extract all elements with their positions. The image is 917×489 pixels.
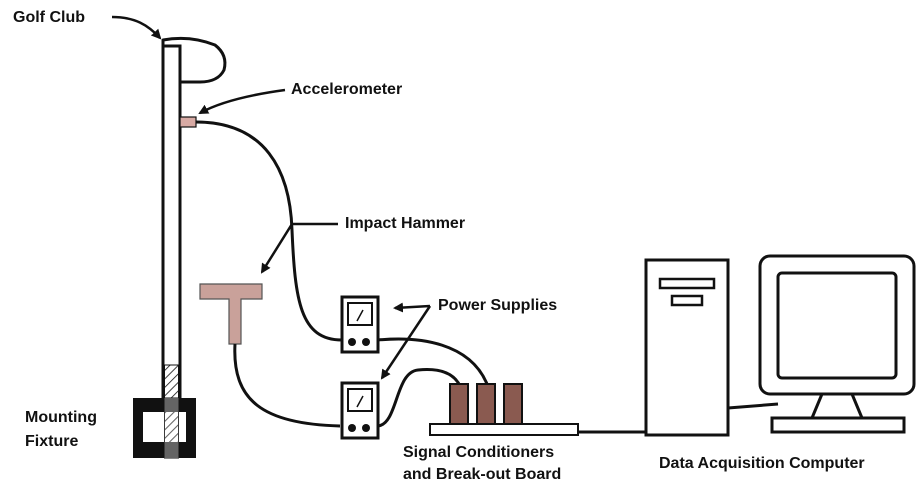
golf-club (161, 36, 227, 446)
power-supply-1-knob-left (348, 338, 356, 346)
golf-club-label: Golf Club (13, 9, 85, 26)
fixture-left-post (133, 412, 143, 442)
golf-club-head (161, 36, 227, 84)
tower-drive-bay-1 (658, 277, 716, 290)
supply1-to-board-cable (377, 337, 489, 385)
impact-hammer (199, 283, 263, 345)
power-supply-1-knob-right (362, 338, 370, 346)
power-supply-2-knob-left (348, 424, 356, 432)
fixture-shaft-insert (164, 397, 179, 459)
break-out-board (429, 423, 579, 436)
signal-conditioner-2 (476, 383, 496, 425)
fixture-right-post (186, 412, 196, 442)
hammer-cable (233, 343, 341, 428)
supply2-to-board-cable (377, 368, 461, 428)
power-supply-1-arrow (393, 302, 431, 313)
pointer-arrows (111, 15, 432, 380)
tower-drive-bay-2 (670, 294, 704, 307)
signal-conditioner-1 (449, 383, 469, 425)
accelerometer-label: Accelerometer (291, 81, 403, 98)
mounting-fixture-label-line2: Fixture (25, 433, 79, 450)
computer-monitor (758, 254, 916, 434)
accelerometer-sensor (179, 116, 197, 128)
power-supply-2-knob-right (362, 424, 370, 432)
computer-tower (644, 258, 730, 437)
mounting-fixture-label-line1: Mounting (25, 409, 97, 426)
daq-computer-label: Data Acquisition Computer (659, 455, 865, 472)
accelerometer-cable (195, 120, 343, 342)
monitor-screen (776, 271, 898, 380)
computer-to-monitor-cable (727, 402, 779, 410)
signal-conditioners-label-line2: and Break-out Board (403, 466, 562, 483)
monitor-stand (810, 393, 864, 419)
mounting-fixture (133, 397, 196, 459)
power-supply-2-arrow (380, 305, 432, 380)
power-supplies-label: Power Supplies (438, 297, 558, 314)
golf-club-shaft (161, 44, 182, 403)
cables (195, 120, 779, 434)
signal-conditioner-3 (503, 383, 523, 425)
impact-hammer-arrow (260, 222, 338, 274)
golf-club-arrow (111, 15, 162, 40)
impact-hammer-label: Impact Hammer (345, 215, 466, 232)
signal-conditioners (429, 383, 579, 436)
monitor-base (770, 416, 906, 434)
power-supply-2 (340, 381, 380, 440)
signal-conditioners-label-line1: Signal Conditioners (403, 444, 555, 461)
accelerometer-arrow (198, 88, 286, 115)
power-supply-1 (340, 295, 380, 354)
